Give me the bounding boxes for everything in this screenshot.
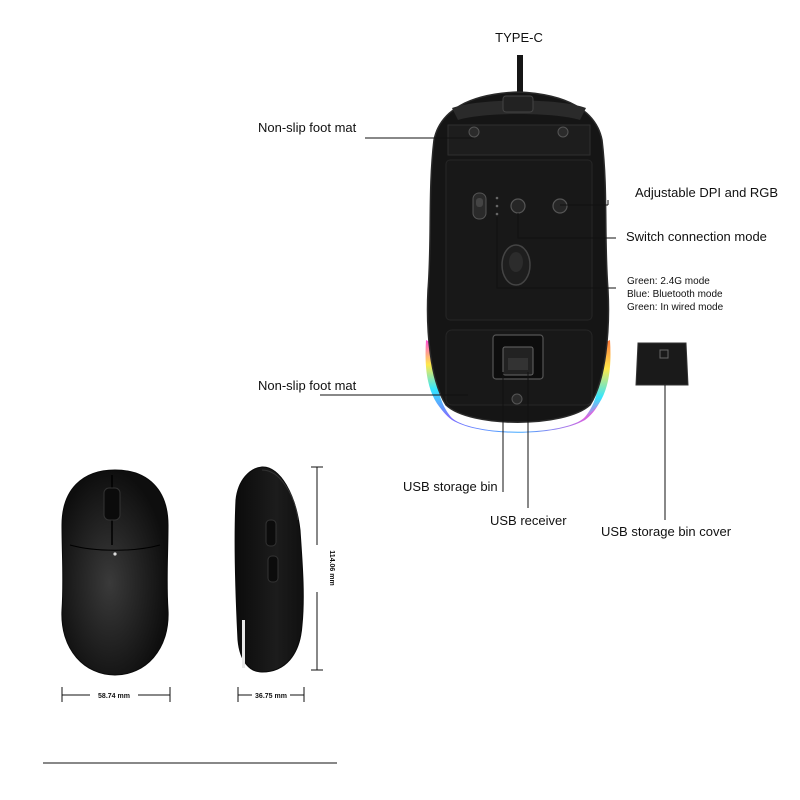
status-led — [113, 552, 117, 556]
mouse-top-body — [61, 469, 169, 676]
middle-panel — [445, 159, 593, 321]
indicator-dot — [495, 204, 499, 208]
callout-switch-mode — [517, 213, 616, 239]
label-usb-storage-bin-cover: USB storage bin cover — [601, 524, 732, 539]
label-foot-mat-bottom: Non-slip foot mat — [258, 378, 357, 393]
dim-side-width-label: 36.75 mm — [255, 693, 287, 700]
side-button-forward — [265, 519, 277, 547]
label-type-c: TYPE-C — [495, 30, 543, 45]
sensor-lens — [509, 252, 523, 272]
label-switch-connection-mode: Switch connection mode — [626, 229, 767, 244]
scroll-wheel — [103, 487, 121, 521]
mouse-top-view — [61, 469, 171, 702]
button-edge — [69, 544, 161, 551]
label-adjustable-dpi-rgb: Adjustable DPI and RGB — [635, 185, 778, 200]
mouse-side-view — [234, 466, 323, 702]
usb-storage-bin-cover — [635, 342, 689, 386]
type-c-port — [502, 95, 534, 113]
dim-width-label: 58.74 mm — [98, 693, 130, 700]
callout-lines — [320, 137, 666, 520]
label-mode-green-wired: Green: In wired mode — [627, 302, 724, 313]
callout-mode-colors — [496, 217, 616, 289]
side-button-back — [267, 555, 279, 583]
mouse-bottom-view — [425, 55, 611, 433]
bin-cover-latch — [659, 349, 669, 359]
side-ridge — [261, 469, 299, 521]
indicator-dot — [495, 196, 499, 200]
screw-icon — [557, 126, 569, 138]
label-mode-blue-bluetooth: Blue: Bluetooth mode — [627, 289, 723, 300]
type-c-cable — [517, 55, 523, 100]
dim-length-label: 114.06 mm — [328, 550, 335, 585]
label-usb-receiver: USB receiver — [490, 513, 567, 528]
label-mode-green-24g: Green: 2.4G mode — [627, 276, 710, 287]
bin-cover-body — [635, 342, 689, 386]
label-usb-storage-bin: USB storage bin — [403, 479, 498, 494]
upper-foot-mat — [447, 124, 591, 156]
switch-knob — [476, 198, 483, 207]
usb-receiver-plug — [508, 358, 528, 370]
mode-button[interactable] — [510, 198, 526, 214]
screw-icon — [511, 393, 523, 405]
dpi-rgb-button[interactable] — [552, 198, 568, 214]
label-foot-mat-top: Non-slip foot mat — [258, 120, 357, 135]
side-highlight — [242, 620, 245, 668]
indicator-dot — [495, 212, 499, 216]
screw-icon — [468, 126, 480, 138]
